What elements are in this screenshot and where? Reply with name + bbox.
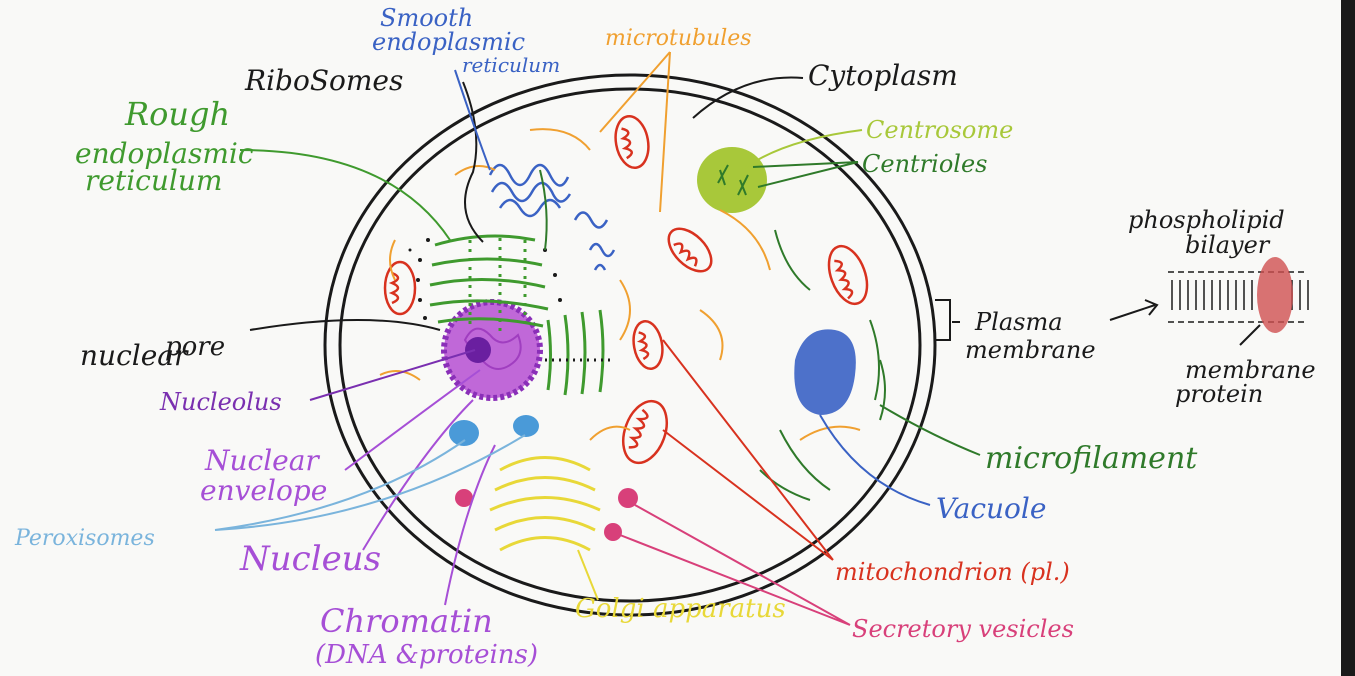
label-mitochondrion: mitochondrion (pl.) xyxy=(835,558,1070,586)
label-rough-er-3: reticulum xyxy=(85,164,222,197)
secretory-vesicle-shapes xyxy=(455,488,638,541)
membrane-bracket xyxy=(935,300,950,340)
centrosome-shape xyxy=(697,147,767,213)
label-phospholipid-2: bilayer xyxy=(1185,231,1271,259)
label-microfilament: microfilament xyxy=(985,441,1198,476)
golgi-shape xyxy=(490,458,600,551)
label-chromatin-1: Chromatin xyxy=(320,602,493,640)
label-ribosomes: RiboSomes xyxy=(244,64,403,97)
label-rough-er-1: Rough xyxy=(124,95,230,133)
er-stack-right xyxy=(545,310,615,395)
label-nuclear-pore-2: pore xyxy=(165,332,225,362)
smooth-er-shape xyxy=(490,165,614,270)
label-microtubules: microtubules xyxy=(605,26,752,51)
label-secretory-vesicles: Secretory vesicles xyxy=(852,615,1074,643)
label-smooth-er-3: reticulum xyxy=(462,53,560,77)
label-centrosome: Centrosome xyxy=(866,116,1013,144)
label-smooth-er-2: endoplasmic xyxy=(372,28,525,56)
label-cytoplasm: Cytoplasm xyxy=(808,59,958,92)
vacuole-shape xyxy=(794,329,856,415)
label-centrioles: Centrioles xyxy=(862,150,987,178)
label-vacuole: Vacuole xyxy=(936,492,1046,525)
label-nuclear-envelope-1: Nuclear xyxy=(204,444,320,477)
label-nucleus: Nucleus xyxy=(239,539,381,579)
label-phospholipid-1: phospholipid xyxy=(1128,206,1285,234)
label-membrane-protein-2: protein xyxy=(1175,380,1263,408)
label-plasma-membrane-2: membrane xyxy=(965,336,1096,364)
nucleus-shape xyxy=(444,302,540,398)
label-golgi: Golgi apparatus xyxy=(575,594,786,624)
window-edge-bar xyxy=(1341,0,1355,676)
label-peroxisomes: Peroxisomes xyxy=(14,526,155,551)
phospholipid-bilayer-shape xyxy=(1168,257,1308,333)
label-nuclear-envelope-2: envelope xyxy=(200,474,327,507)
label-nucleolus: Nucleolus xyxy=(159,388,282,416)
microtubule-lines xyxy=(380,129,860,440)
label-chromatin-2: (DNA &proteins) xyxy=(315,640,538,670)
label-plasma-membrane-1: Plasma xyxy=(974,308,1063,336)
